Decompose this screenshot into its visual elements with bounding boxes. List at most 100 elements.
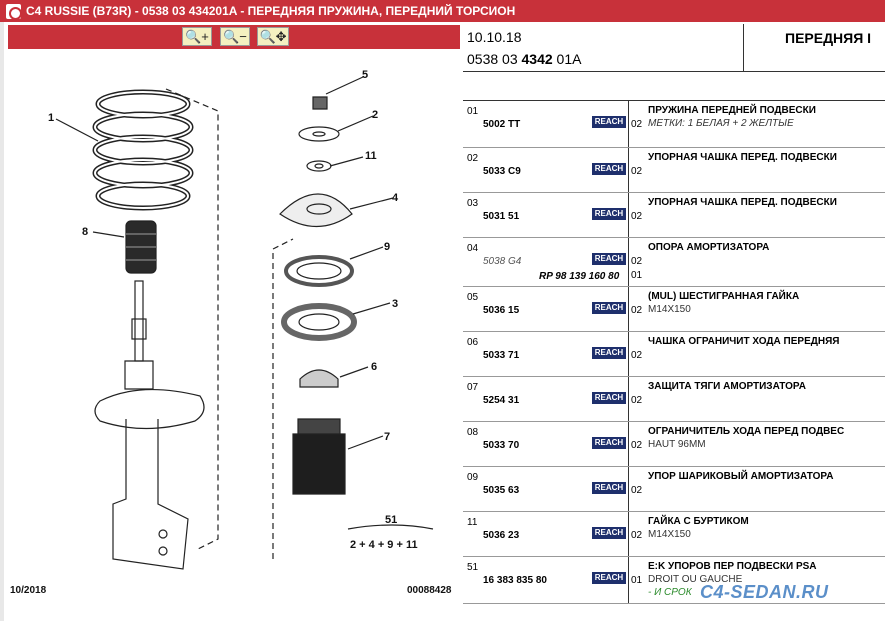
window-title: C4 RUSSIE (B73R) - 0538 03 434201A - ПЕР… bbox=[26, 4, 516, 18]
part-reference: 5033 C9 bbox=[483, 166, 521, 177]
header-title: ПЕРЕДНЯЯ І bbox=[785, 30, 872, 46]
part-reference: 5254 31 bbox=[483, 395, 520, 406]
table-row[interactable]: 06 5033 71 REACH 02 ЧАШКА ОГРАНИЧИТ ХОДА ПЕР… bbox=[463, 332, 885, 377]
part-note: M14X150 bbox=[648, 529, 691, 540]
row-number: 02 bbox=[467, 153, 479, 164]
parts-diagram: 1 8 5 2 11 4 9 3 6 7 51 2 + 4 + 9 + 11 bbox=[8, 49, 460, 604]
reach-badge[interactable]: REACH bbox=[592, 302, 626, 314]
zoom-pan-button[interactable]: 🔍✥ bbox=[257, 27, 289, 46]
replacement-ref: RP 98 139 160 80 bbox=[539, 271, 620, 282]
table-row[interactable]: 02 5033 C9 REACH 02 УПОРНАЯ ЧАШКА ПЕРЕД. ПОД… bbox=[463, 148, 885, 193]
quantity: 02 bbox=[631, 440, 643, 451]
part-description: ОПОРА АМОРТИЗАТОРА bbox=[648, 242, 770, 253]
quantity: 02 bbox=[631, 256, 643, 267]
callout-5: 5 bbox=[362, 69, 368, 81]
quantity-2: 01 bbox=[631, 270, 643, 281]
part-reference: 5031 51 bbox=[483, 211, 520, 222]
kit-formula: 2 + 4 + 9 + 11 bbox=[350, 539, 418, 551]
bump-stop-drawing bbox=[125, 220, 157, 274]
part-description: ЗАЩИТА ТЯГИ АМОРТИЗАТОРА bbox=[648, 381, 806, 392]
callout-3: 3 bbox=[392, 298, 398, 310]
callout-11: 11 bbox=[365, 150, 377, 162]
row-number: 09 bbox=[467, 472, 479, 483]
reach-badge[interactable]: REACH bbox=[592, 527, 626, 539]
callout-1: 1 bbox=[48, 112, 54, 124]
row-number: 11 bbox=[467, 517, 478, 528]
row-number: 51 bbox=[467, 562, 479, 573]
quantity: 02 bbox=[631, 350, 643, 361]
part-description: ПРУЖИНА ПЕРЕДНЕЙ ПОДВЕСКИ bbox=[648, 105, 816, 116]
row-number: 06 bbox=[467, 337, 479, 348]
part-description: ЧАШКА ОГРАНИЧИТ ХОДА ПЕРЕДНЯЯ bbox=[648, 336, 840, 347]
table-row[interactable]: 07 5254 31 REACH 02 ЗАЩИТА ТЯГИ АМОРТИЗАТОРА bbox=[463, 377, 885, 422]
quantity: 02 bbox=[631, 305, 643, 316]
quantity: 01 bbox=[631, 575, 643, 586]
quantity: 02 bbox=[631, 166, 643, 177]
part-reference: 5033 70 bbox=[483, 440, 520, 451]
reach-badge[interactable]: REACH bbox=[592, 163, 626, 175]
row-number: 07 bbox=[467, 382, 479, 393]
callout-6: 6 bbox=[371, 361, 377, 373]
zoom-out-button[interactable]: 🔍− bbox=[220, 27, 250, 46]
part-description: E:K УПОРОВ ПЕР ПОДВЕСКИ PSA bbox=[648, 561, 817, 572]
part-reference: 5036 23 bbox=[483, 530, 520, 541]
zoom-in-button[interactable]: 🔍+ bbox=[182, 27, 212, 46]
parts-table: 01 5002 TT REACH 02 ПРУЖИНА ПЕРЕДНЕЙ ПОДВЕСК… bbox=[463, 100, 885, 604]
left-edge bbox=[0, 22, 4, 621]
callout-2: 2 bbox=[372, 109, 378, 121]
part-description: УПОР ШАРИКОВЫЙ АМОРТИЗАТОРА bbox=[648, 471, 834, 482]
reach-badge[interactable]: REACH bbox=[592, 253, 626, 265]
part-description: ГАЙКА С БУРТИКОМ bbox=[648, 516, 749, 527]
reach-badge[interactable]: REACH bbox=[592, 482, 626, 494]
row-number: 08 bbox=[467, 427, 479, 438]
callout-7: 7 bbox=[384, 431, 390, 443]
part-description: УПОРНАЯ ЧАШКА ПЕРЕД. ПОДВЕСКИ bbox=[648, 197, 837, 208]
reach-badge[interactable]: REACH bbox=[592, 437, 626, 449]
reach-badge[interactable]: REACH bbox=[592, 347, 626, 359]
diagram-code: 00088428 bbox=[407, 585, 452, 596]
parts-header: 10.10.18 0538 03 4342 01A ПЕРЕДНЯЯ І bbox=[463, 24, 885, 72]
part-reference: 5036 15 bbox=[483, 305, 520, 316]
table-row[interactable]: 09 5035 63 REACH 02 УПОР ШАРИКОВЫЙ АМОРТИЗАТ… bbox=[463, 467, 885, 512]
part-note: M14X150 bbox=[648, 304, 691, 315]
callout-8: 8 bbox=[82, 226, 88, 238]
quantity: 02 bbox=[631, 119, 643, 130]
callout-9: 9 bbox=[384, 241, 390, 253]
part-reference: 5035 63 bbox=[483, 485, 520, 496]
reach-badge[interactable]: REACH bbox=[592, 392, 626, 404]
part-note: МЕТКИ: 1 БЕЛАЯ + 2 ЖЕЛТЫЕ bbox=[648, 118, 794, 129]
quantity: 02 bbox=[631, 211, 643, 222]
reach-badge[interactable]: REACH bbox=[592, 208, 626, 220]
part-note: HAUT 96MM bbox=[648, 439, 706, 450]
zoom-out-icon: 🔍− bbox=[223, 29, 247, 44]
exploded-view-svg: 1 8 5 2 11 4 9 3 6 7 51 2 + 4 + 9 + 11 bbox=[48, 69, 434, 570]
part-note: DROIT OU GAUCHE bbox=[648, 574, 743, 585]
reach-badge[interactable]: REACH bbox=[592, 116, 626, 128]
diagram-date: 10/2018 bbox=[10, 585, 47, 596]
part-reference: 5038 G4 bbox=[483, 256, 522, 267]
callout-51: 51 bbox=[385, 514, 397, 526]
part-reference: 5002 TT bbox=[483, 119, 521, 130]
quantity: 02 bbox=[631, 485, 643, 496]
part-description: (MUL) ШЕСТИГРАННАЯ ГАЙКА bbox=[648, 291, 800, 302]
reach-badge[interactable]: REACH bbox=[592, 572, 626, 584]
kit-note-green: - И СРОК bbox=[648, 587, 692, 598]
header-date: 10.10.18 bbox=[467, 29, 522, 45]
quantity: 02 bbox=[631, 395, 643, 406]
zoom-in-icon: 🔍+ bbox=[185, 29, 209, 44]
callout-4: 4 bbox=[392, 192, 399, 204]
window-titlebar: C4 RUSSIE (B73R) - 0538 03 434201A - ПЕР… bbox=[0, 0, 885, 22]
part-reference: 5033 71 bbox=[483, 350, 520, 361]
part-description: УПОРНАЯ ЧАШКА ПЕРЕД. ПОДВЕСКИ bbox=[648, 152, 837, 163]
watermark: C4-SEDAN.RU bbox=[700, 582, 829, 602]
table-row[interactable]: 03 5031 51 REACH 02 УПОРНАЯ ЧАШКА ПЕРЕД. ПОД… bbox=[463, 193, 885, 238]
row-number: 03 bbox=[467, 198, 479, 209]
diagram-toolbar: 🔍+ 🔍− 🔍✥ bbox=[8, 25, 460, 49]
upper-parts-drawing bbox=[279, 96, 357, 495]
